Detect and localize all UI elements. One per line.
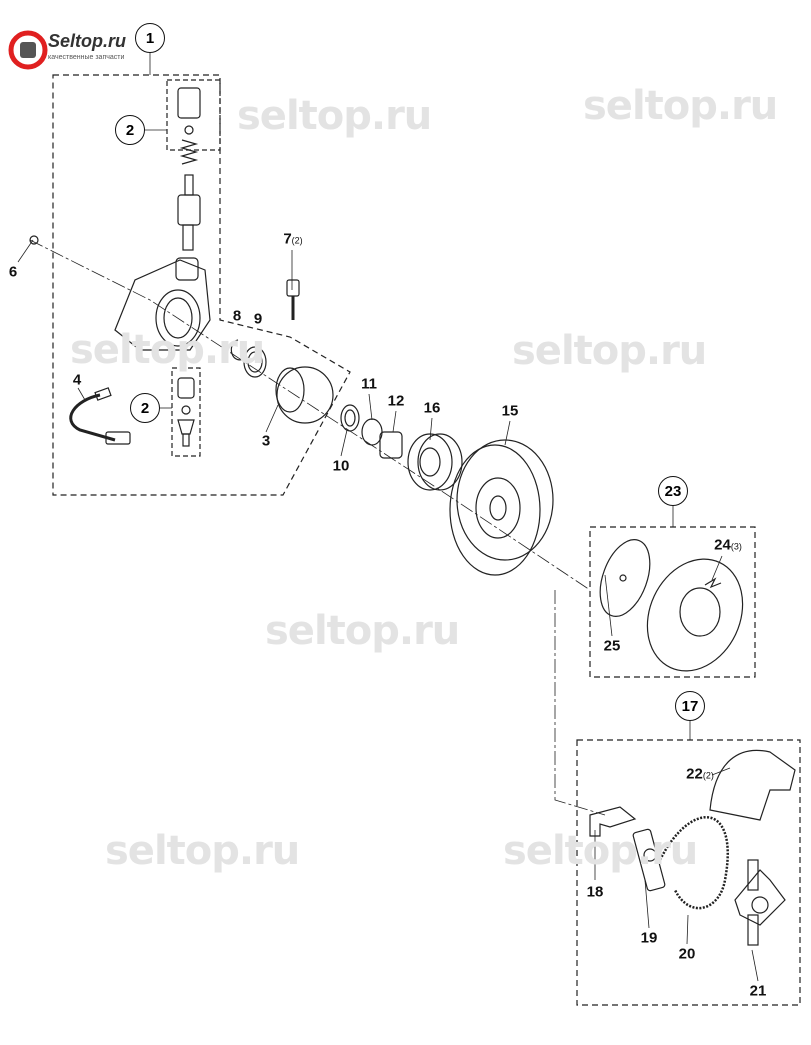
clutch-assembly-17 [589, 749, 796, 946]
watermark: seltop.ru [105, 828, 300, 874]
part-number: 24 [714, 536, 731, 554]
part-number: 22 [686, 765, 703, 783]
logo-brand: Seltop.ru [48, 31, 127, 51]
callout-1: 1 [135, 23, 165, 53]
fist-logo-icon [8, 30, 48, 70]
callout-10: 10 [332, 457, 350, 475]
watermark: seltop.ru [265, 608, 460, 654]
group-17-box [576, 739, 801, 1006]
callout-18: 18 [586, 883, 604, 901]
callout-4: 4 [72, 371, 82, 389]
callout-12: 12 [387, 392, 405, 410]
callout-8: 8 [232, 307, 242, 325]
callout-6: 6 [8, 263, 18, 281]
callout-25: 25 [603, 637, 621, 655]
axis-line [29, 239, 591, 591]
callout-2: 2 [115, 115, 145, 145]
group-2-top-box [166, 79, 221, 151]
callout-2: 2 [130, 393, 160, 423]
callout-3: 3 [261, 432, 271, 450]
leader-lines [17, 52, 759, 982]
quantity: (2) [291, 235, 303, 246]
watermark: seltop.ru [512, 328, 707, 374]
group-1-box [52, 74, 351, 496]
oil-pump-parts [29, 87, 463, 491]
logo-tagline: качественные запчасти [48, 54, 125, 61]
callout-15: 15 [501, 402, 519, 420]
callout-17: 17 [675, 691, 705, 721]
callout-22: 22(2) [686, 766, 714, 785]
callout-21: 21 [749, 982, 767, 1000]
callout-16: 16 [423, 399, 441, 417]
callout-7: 7(2) [283, 231, 302, 250]
quantity: (3) [730, 541, 742, 552]
group-23-box [589, 526, 756, 678]
part-number: 7 [283, 230, 292, 248]
quantity: (2) [702, 770, 714, 781]
watermark: seltop.ru [503, 828, 698, 874]
clutch-assembly-23 [599, 539, 744, 672]
axis-line-2 [554, 590, 606, 816]
callout-9: 9 [253, 310, 263, 328]
seltop-logo [8, 30, 48, 75]
callout-23: 23 [658, 476, 688, 506]
watermark: seltop.ru [583, 83, 778, 129]
clutch-drum [449, 439, 554, 576]
callout-11: 11 [361, 375, 377, 393]
callout-20: 20 [678, 945, 696, 963]
watermark: seltop.ru [237, 93, 432, 139]
callout-24: 24(3) [714, 537, 742, 556]
callout-19: 19 [640, 929, 658, 947]
watermark: seltop.ru [70, 327, 265, 373]
group-2-bottom-box [171, 367, 201, 457]
